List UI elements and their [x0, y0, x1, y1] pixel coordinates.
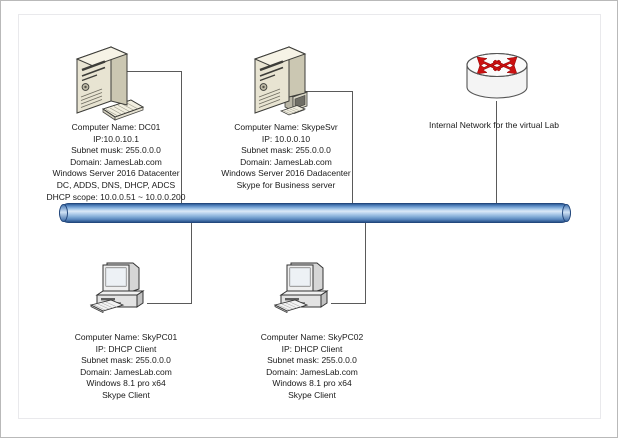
wire-skypc02-horizontal: [331, 303, 366, 304]
desktop-pc-icon: [273, 262, 329, 314]
node-router[interactable]: [463, 49, 531, 105]
skypesvr-line-5: Windows Server 2016 Dadacenter: [221, 168, 351, 179]
node-dc01[interactable]: [69, 37, 145, 125]
dc01-line-6: DC, ADDS, DNS, DHCP, ADCS: [56, 179, 176, 190]
skypc02-line-3: Subnet mask: 255.0.0.0: [267, 355, 357, 366]
skypc01-line-5: Windows 8.1 pro x64: [86, 378, 166, 389]
skypc01-line-1: Computer Name: SkyPC01: [74, 332, 178, 342]
node-skypesvr[interactable]: [247, 37, 323, 125]
wire-skypc01-vertical: [191, 219, 192, 304]
dc01-line-2: IP:10.0.10.1: [93, 133, 139, 144]
skypc01-line-3: Subnet mask: 255.0.0.0: [81, 355, 171, 366]
node-skypc01[interactable]: [89, 261, 155, 314]
server-tower-icon: [75, 46, 145, 121]
skypc02-line-4: Domain: JamesLab.com: [266, 366, 358, 377]
node-skypc01-label: Computer Name: SkyPC01 IP: DHCP Client S…: [31, 332, 221, 402]
dc01-line-5: Windows Server 2016 Datacenter: [52, 168, 180, 179]
wire-router-vertical: [496, 101, 497, 207]
wire-skypesvr-vertical: [352, 91, 353, 207]
node-dc01-label: Computer Name: DC01 IP:10.0.10.1 Subnet …: [11, 122, 221, 203]
skypesvr-line-4: Domain: JamesLab.com: [240, 156, 332, 167]
desktop-pc-icon: [89, 262, 145, 314]
dc01-line-7: DHCP scope: 10.0.0.51 ~ 10.0.0.200: [46, 191, 186, 202]
backbone-right-cap: [562, 204, 571, 222]
backbone-left-cap: [59, 204, 68, 222]
wire-dc01-horizontal: [124, 71, 182, 72]
skypesvr-line-3: Subnet mask: 255.0.0.0: [241, 145, 331, 156]
skypesvr-line-2: IP: 10.0.0.10: [261, 133, 311, 144]
dc01-line-1: Computer Name: DC01: [71, 122, 161, 132]
router-icon: [466, 52, 528, 99]
node-router-label: Internal Network for the virtual Lab: [429, 120, 559, 130]
skypesvr-line-1: Computer Name: SkypeSvr: [234, 122, 338, 132]
dc01-line-3: Subnet musk: 255.0.0.0: [71, 145, 161, 156]
skypc02-line-2: IP: DHCP Client: [281, 343, 343, 354]
wire-skypesvr-horizontal: [301, 91, 353, 92]
skypesvr-line-6: Skype for Business server: [236, 179, 336, 190]
node-skypc02-label: Computer Name: SkyPC02 IP: DHCP Client S…: [217, 332, 407, 402]
wire-skypc02-vertical: [365, 219, 366, 304]
wire-skypc01-horizontal: [147, 303, 192, 304]
network-backbone-bar[interactable]: [59, 203, 571, 223]
skypc01-line-4: Domain: JamesLab.com: [80, 366, 172, 377]
skypc01-line-2: IP: DHCP Client: [95, 343, 157, 354]
wire-dc01-vertical: [181, 71, 182, 207]
skypc01-line-6: Skype Client: [102, 389, 150, 400]
dc01-line-4: Domain: JamesLab.com: [70, 156, 162, 167]
node-skypesvr-label: Computer Name: SkypeSvr IP: 10.0.0.10 Su…: [191, 122, 381, 192]
skypc02-line-6: Skype Client: [288, 389, 336, 400]
skypc02-line-1: Computer Name: SkyPC02: [260, 332, 364, 342]
node-skypc02[interactable]: [273, 261, 339, 314]
skypc02-line-5: Windows 8.1 pro x64: [272, 378, 352, 389]
server-tower-icon: [253, 46, 309, 116]
